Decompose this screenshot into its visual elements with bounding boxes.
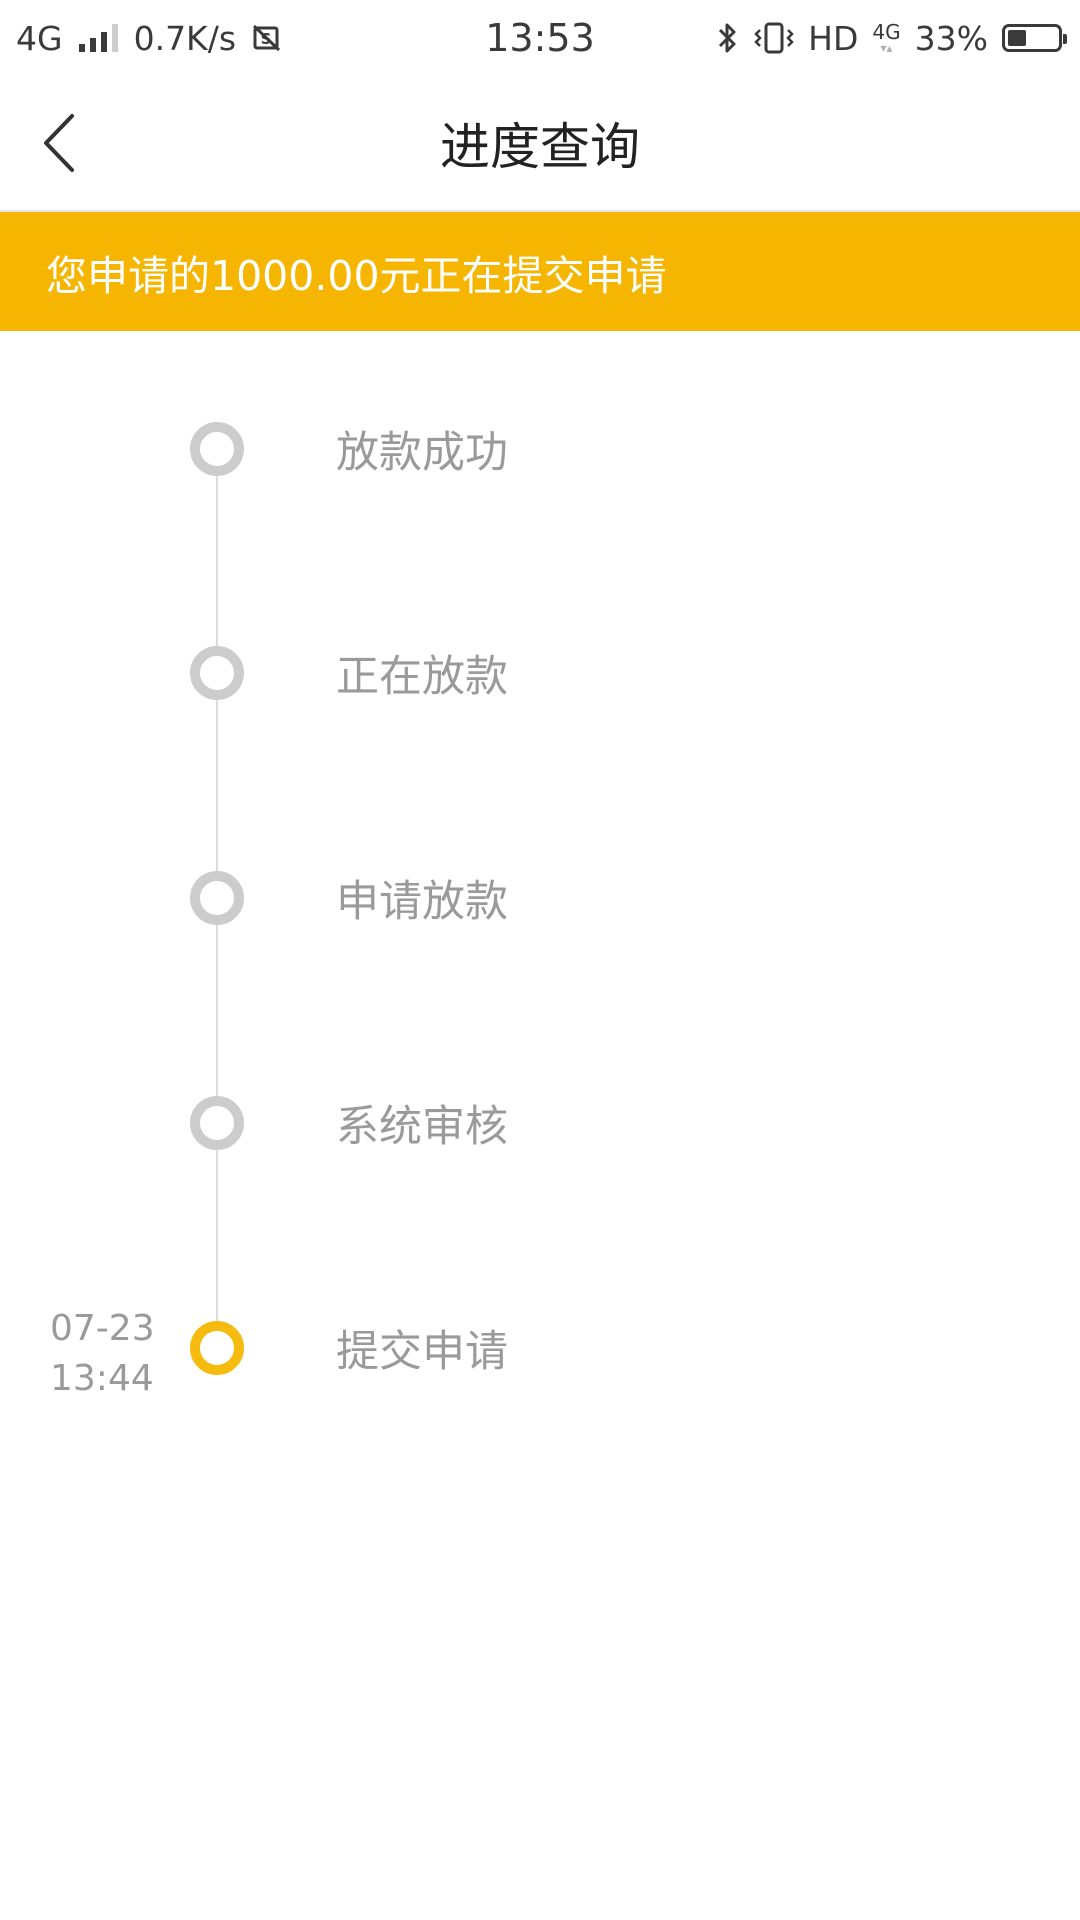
screenshot-icon: S (252, 24, 281, 52)
progress-timeline: 放款成功 正在放款 申请放款 系统审核 07-23 13:44 提交申请 (0, 331, 1080, 1920)
timeline-step-disbursing: 正在放款 (0, 633, 1080, 713)
status-left: 4G 0.7K/s S (16, 0, 282, 76)
bluetooth-icon (719, 23, 736, 53)
status-time: 13:53 (485, 16, 595, 60)
banner-text: 您申请的1000.00元正在提交申请 (46, 251, 667, 300)
signal-icon (78, 24, 118, 52)
hd-indicator: HD (808, 18, 859, 58)
data-4g-icon: 4G ▾▴ (872, 20, 901, 55)
step-timestamp: 07-23 13:44 (50, 1304, 155, 1404)
step-dot-icon (190, 646, 244, 700)
status-bar: 4G 0.7K/s S 13:53 HD 4G ▾▴ 33% (0, 0, 1080, 76)
network-speed: 0.7K/s (133, 18, 237, 58)
timeline-step-system-review: 系统审核 (0, 1083, 1080, 1163)
page-title: 进度查询 (440, 118, 640, 176)
step-dot-icon (190, 422, 244, 476)
step-date: 07-23 (50, 1308, 155, 1349)
step-label: 放款成功 (336, 428, 508, 478)
timeline-step-submit: 07-23 13:44 提交申请 (0, 1308, 1080, 1399)
nav-bar: 进度查询 (0, 76, 1080, 212)
status-right: HD 4G ▾▴ 33% (716, 0, 1067, 76)
step-label: 申请放款 (336, 877, 508, 927)
data-4g-label: 4G (872, 20, 901, 44)
step-dot-icon (190, 871, 244, 925)
step-time: 13:44 (50, 1358, 154, 1399)
vibrate-icon (754, 22, 794, 54)
timeline-step-apply-disburse: 申请放款 (0, 858, 1080, 938)
step-label: 提交申请 (336, 1327, 508, 1377)
step-dot-icon (190, 1096, 244, 1150)
step-label: 正在放款 (336, 652, 508, 702)
network-type: 4G (16, 18, 63, 58)
timeline-step-loan-success: 放款成功 (0, 409, 1080, 489)
step-label: 系统审核 (336, 1102, 508, 1152)
battery-percent: 33% (914, 18, 988, 58)
status-banner: 您申请的1000.00元正在提交申请 (0, 212, 1080, 331)
battery-icon (1002, 24, 1067, 52)
back-arrow-icon[interactable] (34, 108, 94, 178)
step-dot-active-icon (190, 1321, 244, 1375)
